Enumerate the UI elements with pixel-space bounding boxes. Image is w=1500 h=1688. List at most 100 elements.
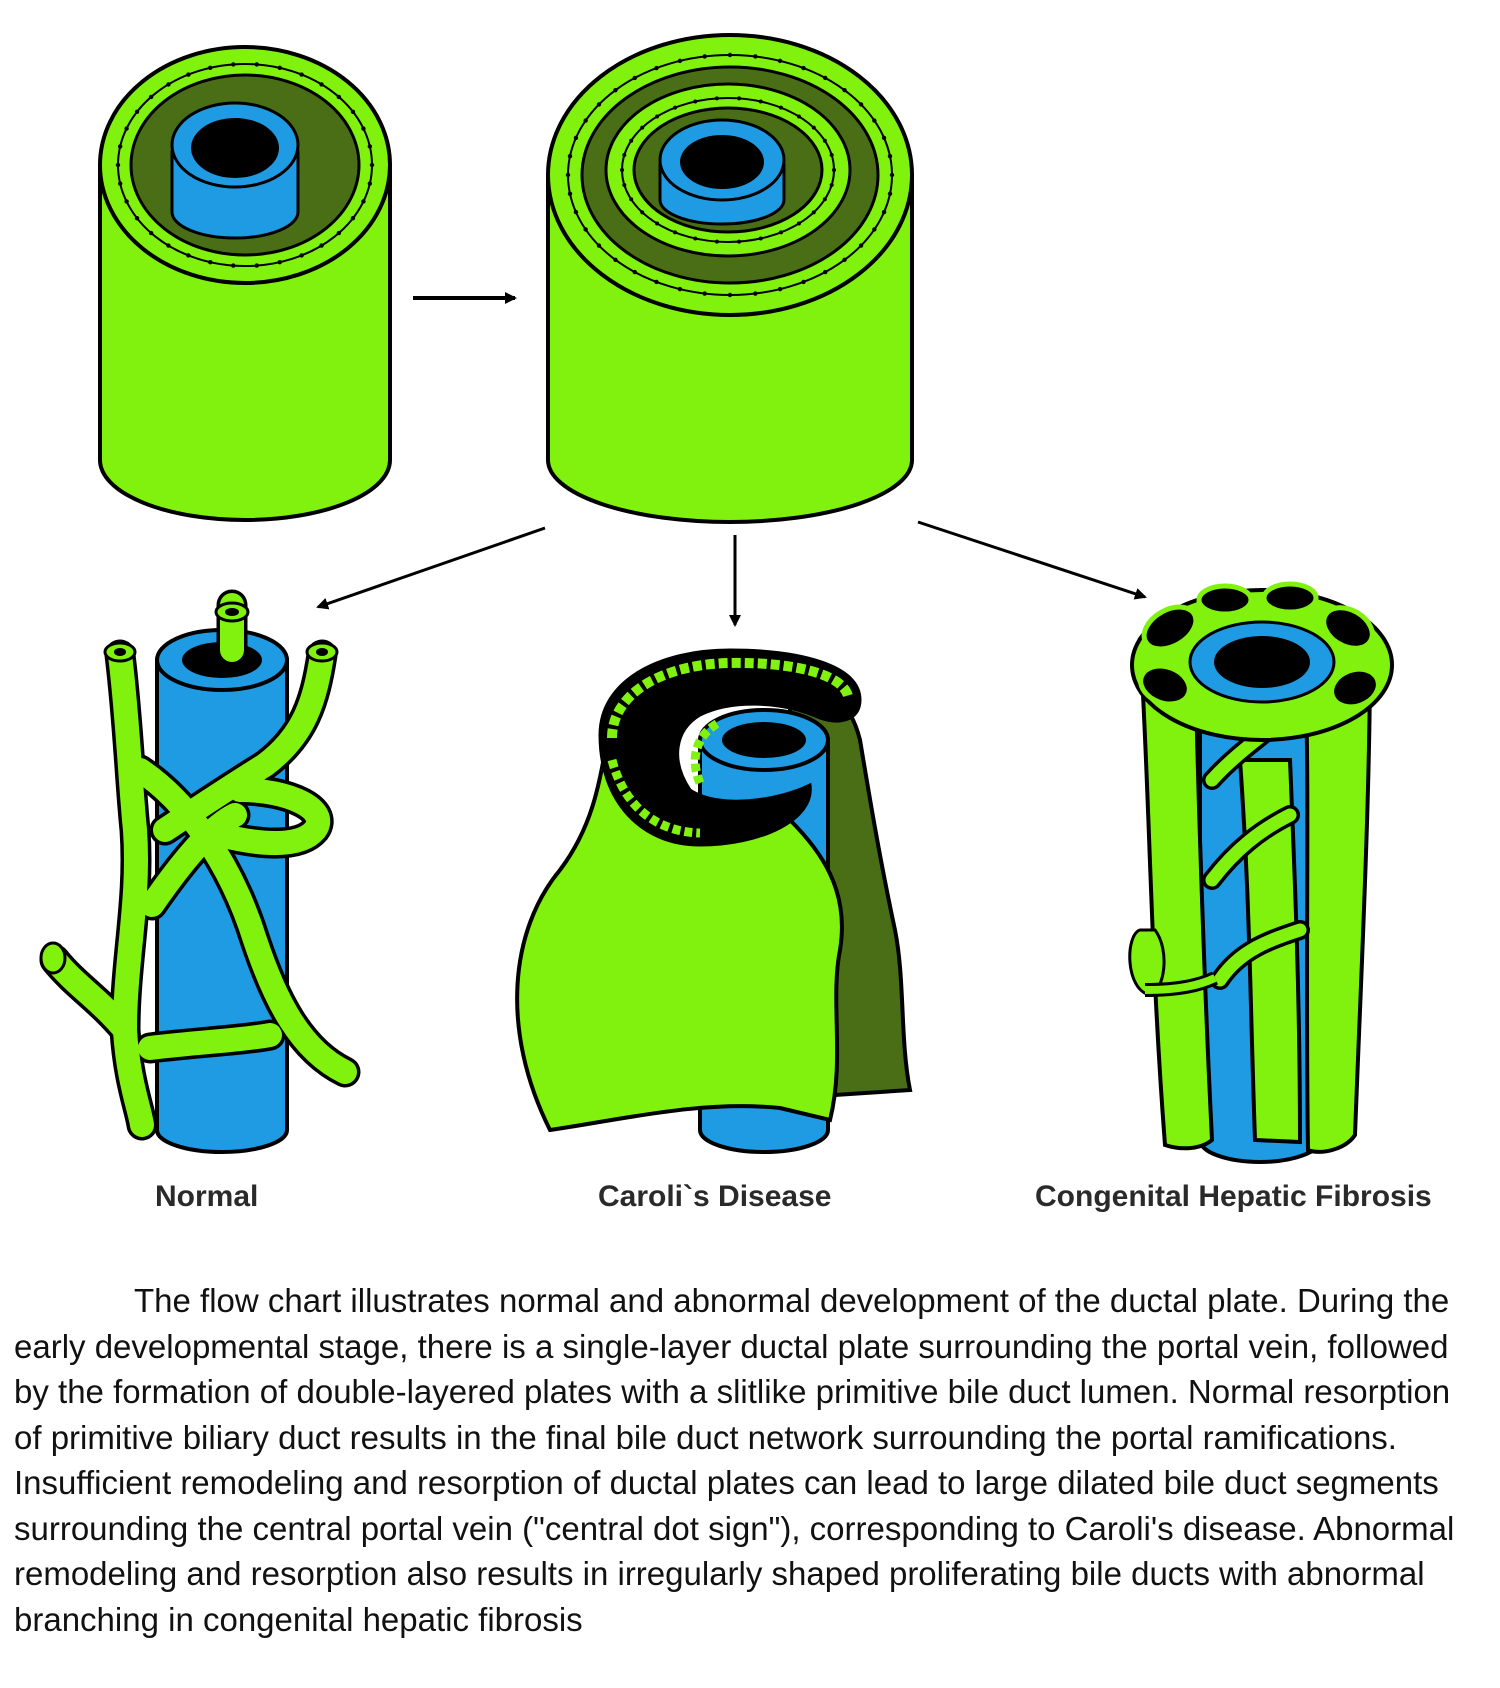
epithelial-cell-dot (777, 286, 783, 292)
epithelial-cell-dot (737, 96, 742, 101)
epithelial-cell-dot (231, 62, 236, 67)
epithelial-cell-dot (842, 87, 847, 93)
epithelial-cell-dot (254, 62, 259, 67)
epithelial-cell-dot (567, 154, 573, 159)
epithelial-cell-dot (186, 253, 191, 258)
epithelial-cell-dot (613, 257, 618, 263)
epithelial-cell-dot (596, 102, 602, 107)
epithelial-cell-dot (777, 58, 783, 64)
epithelial-cell-dot (134, 109, 140, 115)
epithelial-cell-dot (779, 105, 783, 110)
epithelial-cell-dot (367, 181, 373, 186)
epithelial-cell-dot (702, 54, 707, 59)
epithelial-cell-dot (299, 72, 304, 77)
epithelial-cell-dot (567, 191, 573, 196)
epithelial-cell-dot (350, 215, 356, 221)
epithelial-cell-dot (822, 138, 827, 143)
epithelial-cell-dot (632, 75, 637, 81)
epithelial-cell-dot (887, 154, 893, 159)
epithelial-cell-dot (673, 105, 677, 110)
label-carolis-disease: Caroli`s Disease (598, 1180, 832, 1213)
epithelial-cell-dot (881, 209, 887, 215)
epithelial-cell-dot (319, 243, 324, 248)
epithelial-cell-dot (753, 54, 758, 59)
epithelial-cell-dot (565, 172, 571, 178)
arrow-to-chf (917, 520, 1147, 600)
epithelial-cell-dot (117, 144, 123, 149)
epithelial-cell-dot (654, 65, 659, 71)
epithelial-cell-dot (573, 209, 579, 215)
epithelial-cell-dot (858, 243, 864, 248)
epithelial-cell-dot (829, 153, 834, 158)
epithelial-cell-dot (677, 58, 683, 64)
epithelial-cell-dot (622, 153, 627, 158)
epithelial-cell-dot (693, 236, 698, 241)
epithelial-cell-dot (881, 135, 887, 141)
epithelial-cell-dot (622, 182, 627, 187)
epithelial-cell-dot (629, 197, 634, 202)
epithelial-cell-dot (758, 99, 763, 104)
epithelial-cell-dot (829, 182, 834, 187)
epithelial-cell-dot (811, 125, 816, 130)
epithelial-cell-dot (277, 259, 282, 265)
ductal-plate-flow-diagram (39, 33, 1394, 1164)
epithelial-cell-dot (613, 87, 618, 93)
epithelial-cell-dot (124, 199, 129, 204)
branching-bile-duct-network (39, 589, 361, 1154)
epithelial-cell-dot (632, 269, 637, 275)
epithelial-cell-dot (801, 65, 806, 71)
epithelial-cell-dot (887, 191, 893, 196)
epithelial-cell-dot (822, 197, 827, 202)
epithelial-cell-dot (596, 243, 602, 248)
epithelial-cell-dot (702, 291, 707, 296)
epithelial-cell-dot (361, 199, 366, 204)
epithelial-cell-dot (673, 230, 677, 235)
figure-caption: The flow chart illustrates normal and ab… (14, 1282, 1455, 1638)
epithelial-cell-dot (350, 109, 356, 115)
epithelial-cell-dot (823, 75, 828, 81)
epithelial-cell-dot (134, 215, 140, 221)
epithelial-cell-dot (655, 114, 660, 119)
label-congenital-hepatic-fibrosis: Congenital Hepatic Fibrosis (1035, 1180, 1432, 1213)
epithelial-cell-dot (858, 102, 864, 107)
epithelial-cell-dot (693, 99, 698, 104)
epithelial-cell-dot (231, 263, 236, 268)
epithelial-cell-dot (148, 94, 154, 100)
epithelial-cell-dot (727, 52, 733, 58)
epithelial-cell-dot (336, 94, 342, 100)
epithelial-cell-dot (796, 221, 801, 226)
epithelial-cell-dot (640, 125, 645, 130)
epithelial-cell-dot (872, 227, 877, 232)
epithelial-cell-dot (369, 162, 375, 168)
epithelial-cell-dot (801, 279, 806, 285)
epithelial-cell-dot (208, 65, 213, 71)
epithelial-cell-dot (583, 227, 588, 232)
epithelial-cell-dot (796, 114, 801, 119)
epithelial-cell-dot (117, 181, 123, 186)
epithelial-cell-dot (208, 259, 213, 265)
epithelial-cell-dot (655, 221, 660, 226)
epithelial-cell-dot (361, 126, 366, 131)
epithelial-cell-dot (737, 239, 742, 244)
single-layer-ductal-plate-cylinder (98, 45, 392, 522)
epithelial-cell-dot (779, 230, 783, 235)
epithelial-cell-dot (124, 126, 129, 131)
label-normal: Normal (155, 1180, 259, 1213)
epithelial-cell-dot (677, 286, 683, 292)
epithelial-cell-dot (714, 239, 719, 244)
epithelial-cell-dot (254, 263, 259, 268)
epithelial-cell-dot (620, 168, 624, 172)
epithelial-cell-dot (319, 82, 324, 87)
epithelial-cell-dot (166, 82, 171, 87)
epithelial-cell-dot (872, 118, 877, 123)
double-layer-ductal-plate-cylinder (546, 33, 914, 524)
epithelial-cell-dot (753, 291, 758, 296)
dilated-rolled-ductal-plate (515, 648, 913, 1154)
arrow-to-normal (316, 526, 546, 610)
epithelial-cell-dot (367, 144, 373, 149)
epithelial-cell-dot (573, 135, 579, 141)
epithelial-cell-dot (629, 138, 634, 143)
epithelial-cell-dot (336, 230, 342, 236)
epithelial-cell-dot (583, 118, 588, 123)
epithelial-cell-dot (277, 65, 282, 71)
